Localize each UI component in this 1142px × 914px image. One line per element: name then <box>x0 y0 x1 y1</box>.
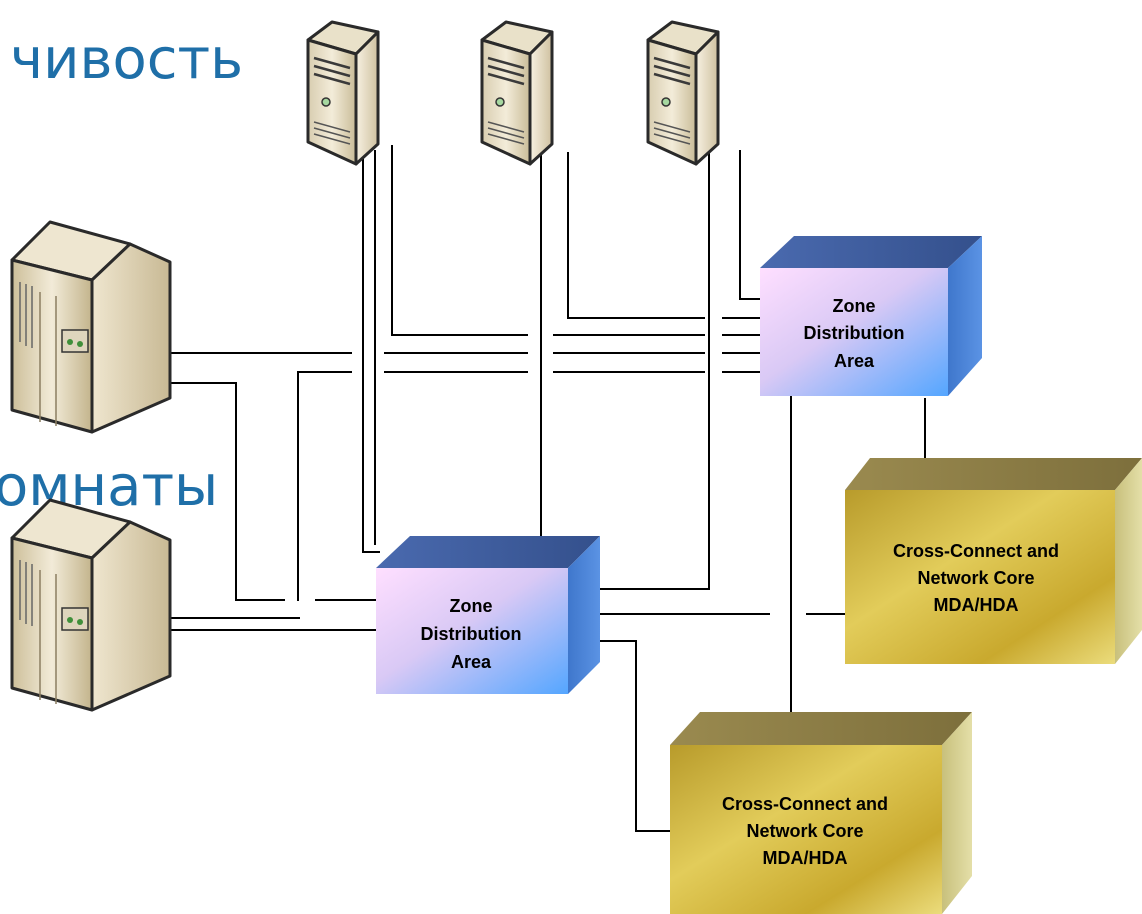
background-title-line-2: омнаты <box>0 454 218 519</box>
cable-tower-2-to-upper-zone <box>567 152 760 319</box>
cable-tower-1-to-lower-zone <box>362 150 380 553</box>
cable-tower-3-to-lower-zone <box>596 152 710 590</box>
core-box-label-line-1: Cross-Connect and <box>893 541 1059 561</box>
zone-box-label-line-1: Zone <box>833 296 876 316</box>
cable-tower-3-to-upper-zone <box>739 150 766 300</box>
zone-distribution-area-upper: Zone Distribution Area <box>760 236 982 396</box>
server-rack-icon <box>10 498 172 712</box>
cross-connect-core-bottom: Cross-Connect and Network Core MDA/HDA <box>670 712 972 914</box>
cabling <box>165 145 926 832</box>
server-rack-icon <box>10 220 172 434</box>
core-box-label-line-2: Network Core <box>746 821 863 841</box>
zone-box-label-line-1: Zone <box>450 596 493 616</box>
core-box-label-line-2: Network Core <box>917 568 1034 588</box>
cable-rack-2-to-lower-zone <box>165 617 376 631</box>
cable-tower-1-to-upper-zone <box>391 145 760 336</box>
cable-rack-1b-to-upper-zone <box>297 371 760 601</box>
zone-distribution-area-lower: Zone Distribution Area <box>376 536 600 694</box>
cable-rack-1-to-lower-zone <box>165 382 376 601</box>
server-tower-icon <box>480 20 554 166</box>
cross-connect-core-right: Cross-Connect and Network Core MDA/HDA <box>845 458 1142 664</box>
zone-box-label-line-3: Area <box>834 351 875 371</box>
background-title-line-1: чивость <box>10 27 243 92</box>
core-box-label-line-3: MDA/HDA <box>763 848 848 868</box>
server-tower-icon <box>646 20 720 166</box>
core-box-label-line-3: MDA/HDA <box>934 595 1019 615</box>
zone-box-label-line-2: Distribution <box>421 624 522 644</box>
server-tower-icon <box>306 20 380 166</box>
zone-box-label-line-2: Distribution <box>804 323 905 343</box>
cable-lower-zone-to-bottom-core <box>594 640 670 832</box>
core-box-label-line-1: Cross-Connect and <box>722 794 888 814</box>
zone-box-label-line-3: Area <box>451 652 492 672</box>
